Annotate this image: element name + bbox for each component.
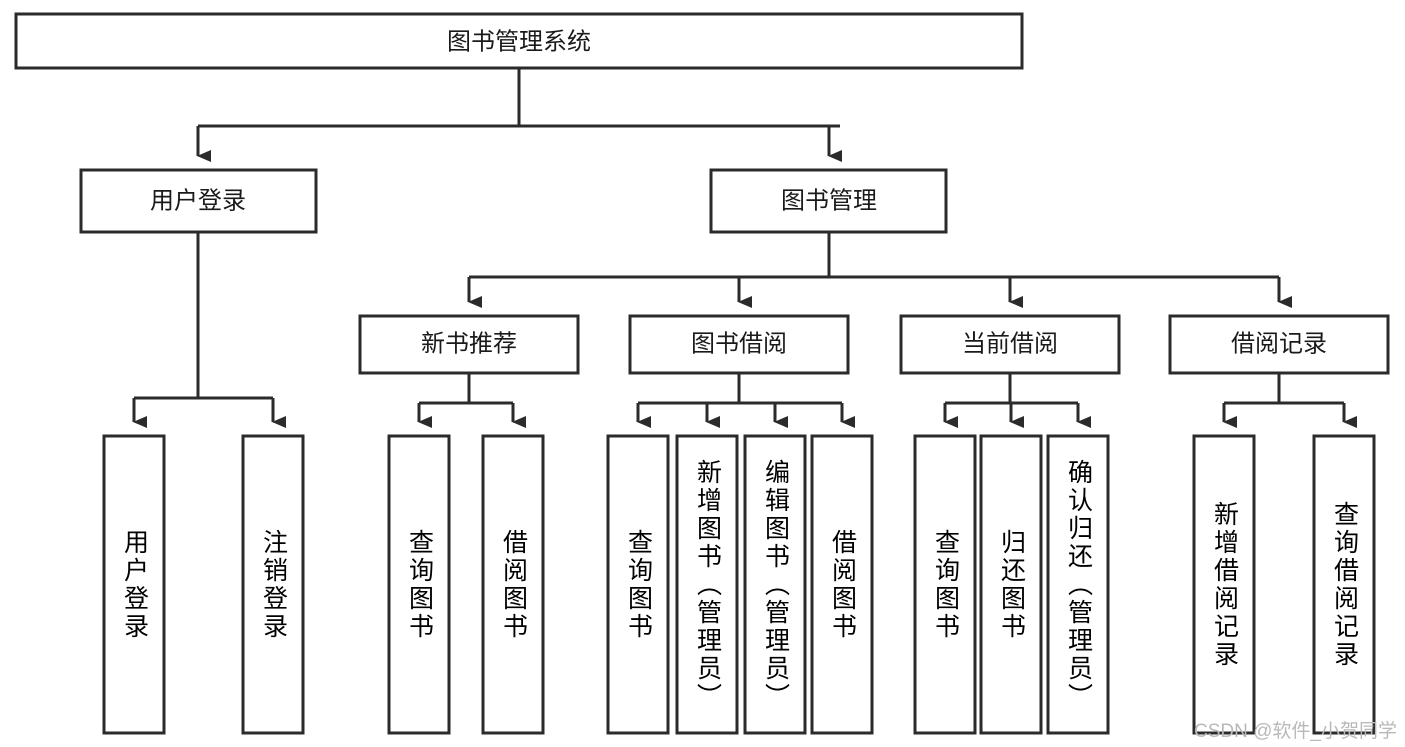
leaf-box-add-record[interactable]: [1192, 434, 1256, 735]
leaf-box-query-book-rec[interactable]: [387, 434, 451, 735]
leaf-boxes: [102, 434, 1376, 735]
leaf-box-borrow-book-rec[interactable]: [481, 434, 545, 735]
leaf-box-query-book-cur[interactable]: [913, 434, 977, 735]
leaf-box-query-record[interactable]: [1312, 434, 1376, 735]
connectors-borrowrecord-to-leaves: [1222, 373, 1357, 428]
node-book-borrow[interactable]: 图书借阅: [628, 314, 850, 375]
node-current-borrow[interactable]: 当前借阅: [899, 314, 1121, 375]
node-book-manage-label: 图书管理: [781, 187, 877, 214]
connectors-newbookrec-to-leaves: [417, 373, 526, 428]
node-new-book-rec-label: 新书推荐: [421, 330, 517, 357]
node-new-book-rec[interactable]: 新书推荐: [358, 314, 580, 375]
leaf-box-edit-book[interactable]: [743, 434, 807, 735]
leaf-box-user-logout[interactable]: [241, 434, 305, 735]
node-borrow-record[interactable]: 借阅记录: [1168, 314, 1390, 375]
leaf-box-return-book[interactable]: [979, 434, 1043, 735]
node-user-login-label: 用户登录: [150, 187, 246, 214]
connectors-bookborrow-to-leaves: [636, 373, 855, 428]
node-borrow-record-label: 借阅记录: [1231, 330, 1327, 357]
leaf-box-add-book[interactable]: [675, 434, 739, 735]
node-user-login[interactable]: 用户登录: [79, 168, 318, 234]
connectors-currentborrow-to-leaves: [943, 373, 1091, 428]
leaf-box-user-login[interactable]: [102, 434, 166, 735]
node-root-system[interactable]: 图书管理系统: [14, 12, 1024, 70]
node-book-manage[interactable]: 图书管理: [709, 168, 948, 234]
connectors-bookmanage-to-level3: [467, 232, 1292, 308]
node-root-system-label: 图书管理系统: [447, 28, 591, 55]
node-current-borrow-label: 当前借阅: [962, 330, 1058, 357]
leaf-box-borrow-book[interactable]: [810, 434, 874, 735]
node-book-borrow-label: 图书借阅: [691, 330, 787, 357]
leaf-box-confirm-return[interactable]: [1046, 434, 1110, 735]
leaf-box-query-book[interactable]: [606, 434, 670, 735]
connectors-booklogin-to-leaves: [132, 232, 286, 428]
connectors-root-to-level2: [196, 68, 842, 162]
